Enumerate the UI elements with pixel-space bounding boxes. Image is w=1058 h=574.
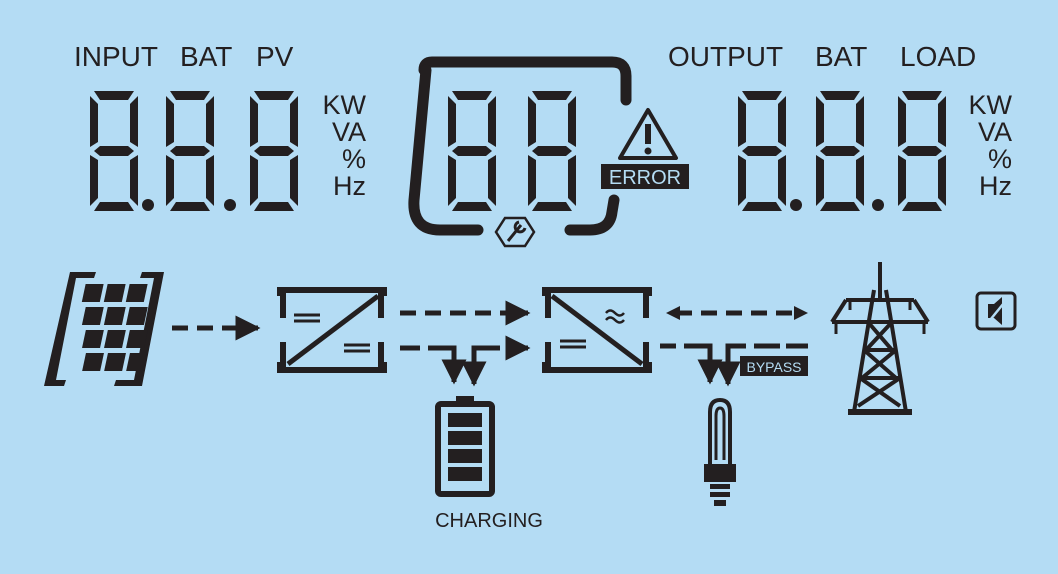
inverter-icon [542,287,652,373]
input-label: INPUT [74,41,158,72]
output-digit-1 [738,91,786,211]
mute-icon [975,291,1017,331]
solar-panel-icon [44,272,164,386]
unit-hz: Hz [333,171,366,201]
bypass-badge: BYPASS [740,356,808,376]
output-bat-label: BAT [815,41,868,72]
input-pv-label: PV [256,41,294,72]
unit-va: VA [331,117,366,147]
decimal-point [790,199,802,211]
battery-flow-arrows [400,335,531,387]
input-digit-2 [166,91,214,211]
warning-icon [618,108,678,160]
power-tower-icon [830,262,930,415]
input-digit-1 [90,91,138,211]
error-text: ERROR [609,167,681,189]
input-bat-label: BAT [180,41,233,72]
grid-arrow-left-head [666,306,680,320]
output-units: KW VA % Hz [958,90,1013,201]
unit-va: VA [977,117,1012,147]
unit-kw: KW [322,90,367,120]
input-units: KW VA % Hz [312,90,367,201]
code-digit-1 [448,91,496,211]
unit-kw: KW [968,90,1013,120]
load-flow-arrows [660,343,808,387]
bypass-text: BYPASS [747,359,802,375]
bulb-icon [704,397,736,506]
output-label: OUTPUT [668,41,784,72]
code-digit-2 [528,91,576,211]
charging-label: CHARGING [435,510,543,532]
unit-percent: % [341,144,366,174]
decimal-point [872,199,884,211]
dc-dc-converter-icon [277,287,387,373]
output-digit-3 [898,91,946,211]
unit-hz: Hz [979,171,1012,201]
code-bracket [408,56,632,236]
wrench-icon [494,216,536,248]
decimal-point [142,199,154,211]
battery-icon [435,396,495,497]
error-badge: ERROR [601,164,689,189]
input-digit-3 [250,91,298,211]
grid-arrow-right-head [794,306,808,320]
unit-percent: % [987,144,1012,174]
output-load-label: LOAD [900,41,977,72]
output-digit-2 [816,91,864,211]
decimal-point [224,199,236,211]
